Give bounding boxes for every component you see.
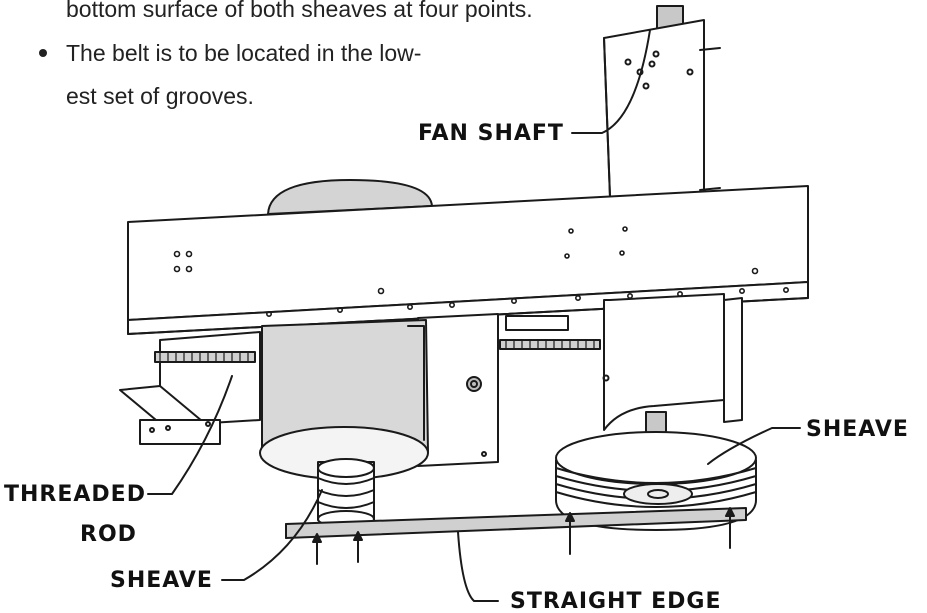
leader-sheave-left [221, 489, 323, 581]
label-threaded-rod-line2: ROD [80, 522, 137, 547]
leader-fan-shaft [571, 29, 651, 134]
main-frame-panel [127, 185, 809, 335]
leader-sheave-right [707, 427, 801, 465]
label-sheave-right: SHEAVE [806, 417, 909, 442]
motor-cylinder [259, 319, 429, 480]
bullet-line-1: The belt is to be located in the low- [66, 40, 422, 66]
leader-threaded-rod [147, 375, 233, 495]
bullet-dot-icon [39, 49, 47, 57]
label-threaded-rod-line1: THREADED [4, 482, 146, 507]
bullet-line-2: est set of grooves. [66, 83, 254, 109]
contact-point-arrows [312, 507, 735, 565]
threaded-rod-right [499, 339, 601, 350]
instruction-line-partial: bottom surface of both sheaves at four p… [66, 0, 533, 22]
sheave-left-drawing [317, 458, 375, 528]
label-straight-edge: STRAIGHT EDGE [510, 589, 722, 613]
motor-mount-plate [417, 313, 499, 467]
straight-edge-bar [285, 507, 747, 539]
label-fan-shaft: FAN SHAFT [418, 121, 564, 146]
threaded-rod-left [154, 351, 256, 363]
left-support-bracket [119, 331, 261, 445]
leader-straight-edge [457, 531, 499, 602]
label-sheave-left: SHEAVE [110, 568, 213, 593]
right-mount-bracket [505, 293, 743, 431]
motor-dome [267, 179, 433, 215]
